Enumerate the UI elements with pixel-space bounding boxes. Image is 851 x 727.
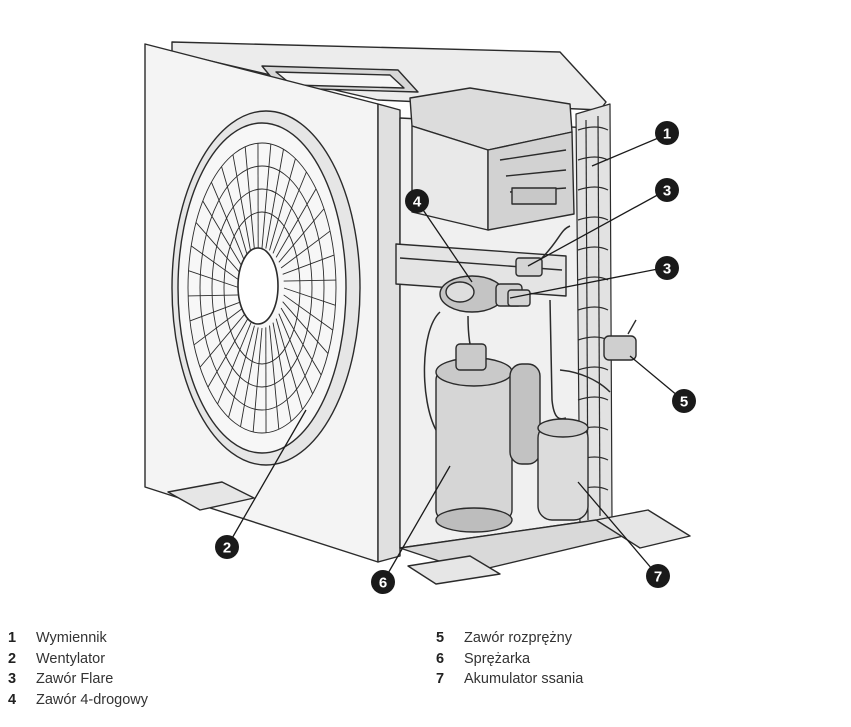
legend-column-left: 1 Wymiennik 2 Wentylator 3 Zawór Flare 4 Zaw…: [8, 628, 148, 710]
fan-hub: [237, 247, 279, 325]
svg-text:2: 2: [223, 540, 231, 557]
fan-spoke: [272, 322, 292, 422]
base-foot-right: [595, 509, 691, 549]
fan-spoke: [221, 166, 249, 258]
legend-number: 7: [436, 671, 445, 687]
legend-item: 6 Sprężarka: [436, 649, 583, 670]
callout-3-lower: 3: [655, 256, 679, 280]
legend-number: 1: [8, 630, 17, 646]
fan-spoke: [272, 171, 307, 254]
legend-label: Wentylator: [36, 650, 106, 667]
legend: 1 Wymiennik 2 Wentylator 3 Zawór Flare 4 Zaw…: [0, 628, 851, 718]
legend-item: 5 Zawór rozprężny: [436, 628, 583, 649]
fan-spoke: [189, 301, 242, 322]
accumulator-shape: [537, 418, 589, 521]
flare-valve-lower: [507, 289, 531, 307]
svg-text:7: 7: [654, 569, 662, 586]
fan-spoke: [275, 318, 303, 410]
legend-number: 6: [436, 650, 445, 667]
fan-spoke: [202, 200, 244, 269]
fan-spoke: [199, 313, 246, 368]
fan-spoke: [217, 322, 252, 405]
callout-5: 5: [672, 389, 696, 413]
callout-6: 6: [371, 570, 395, 594]
fan-spoke: [269, 325, 280, 430]
legend-label: Sprężarka: [464, 650, 531, 667]
legend-label: Zawór Flare: [36, 671, 114, 687]
side-frame: [377, 103, 401, 563]
legend-label: Akumulator ssania: [464, 671, 584, 687]
fan-spoke: [190, 245, 241, 282]
callout-2: 2: [215, 535, 239, 559]
fan-spoke: [275, 188, 317, 258]
legend-column-right: 5 Zawór rozprężny 6 Sprężarka 7 Akumulator …: [436, 628, 583, 690]
legend-item: 4 Zawór 4-drogowy: [8, 690, 148, 711]
fan-spoke: [252, 327, 263, 432]
fan-spoke: [283, 294, 334, 331]
callout-badges: 1 3 3 4 5 2 6 7: [215, 121, 696, 594]
fan-spoke: [280, 230, 331, 269]
callout-3-upper: 3: [655, 178, 679, 202]
callout-1: 1: [655, 121, 679, 145]
fan-spoke: [261, 144, 272, 249]
fan-spoke: [240, 327, 259, 427]
svg-text:6: 6: [379, 575, 387, 592]
fan-spoke: [193, 307, 244, 346]
expansion-valve-body: [603, 335, 637, 361]
fan-spoke: [188, 294, 241, 297]
svg-text:3: 3: [663, 183, 671, 200]
base-foot-center: [407, 555, 501, 585]
fan-spoke: [278, 313, 314, 395]
fan-spoke: [244, 146, 255, 251]
legend-item: 2 Wentylator: [8, 649, 148, 670]
fan-spoke: [282, 301, 329, 354]
fan-spoke: [265, 149, 284, 249]
fan-spoke: [282, 254, 335, 275]
legend-number: 3: [8, 671, 17, 687]
fan-spoke: [195, 222, 242, 275]
legend-label: Wymiennik: [36, 630, 107, 646]
legend-number: 4: [8, 691, 17, 708]
fan-spoke: [283, 287, 336, 306]
svg-text:5: 5: [680, 394, 688, 411]
support-bar: [395, 243, 567, 297]
fan-spoke: [228, 325, 255, 418]
legend-item: 7 Akumulator ssania: [436, 669, 583, 690]
fan-spoke: [210, 181, 246, 263]
outdoor-unit-diagram: 1 3 3 4 5 2 6 7: [144, 41, 696, 594]
compressor-shape: [435, 343, 541, 533]
legend-item: 1 Wymiennik: [8, 628, 148, 649]
leader-lines: [226, 135, 685, 583]
legend-number: 5: [436, 630, 445, 646]
svg-text:1: 1: [663, 126, 671, 143]
legend-label: Zawór rozprężny: [464, 630, 572, 646]
fan-spoke: [278, 208, 325, 263]
svg-text:3: 3: [663, 261, 671, 278]
legend-item: 3 Zawór Flare: [8, 669, 148, 690]
base-foot-left: [167, 481, 255, 511]
unit-illustration: [144, 41, 691, 585]
fan-spoke: [283, 279, 336, 282]
fan-spoke: [207, 318, 249, 388]
fan-spoke: [269, 158, 296, 251]
legend-label: Zawór 4-drogowy: [36, 691, 149, 708]
legend-number: 2: [8, 650, 17, 667]
fan-spoke: [188, 270, 241, 289]
fan-spoke: [280, 307, 322, 376]
fan-spoke: [232, 154, 252, 254]
fan-grille: [187, 142, 337, 434]
callout-4: 4: [405, 189, 429, 213]
svg-text:4: 4: [413, 194, 422, 211]
callout-7: 7: [646, 564, 670, 588]
